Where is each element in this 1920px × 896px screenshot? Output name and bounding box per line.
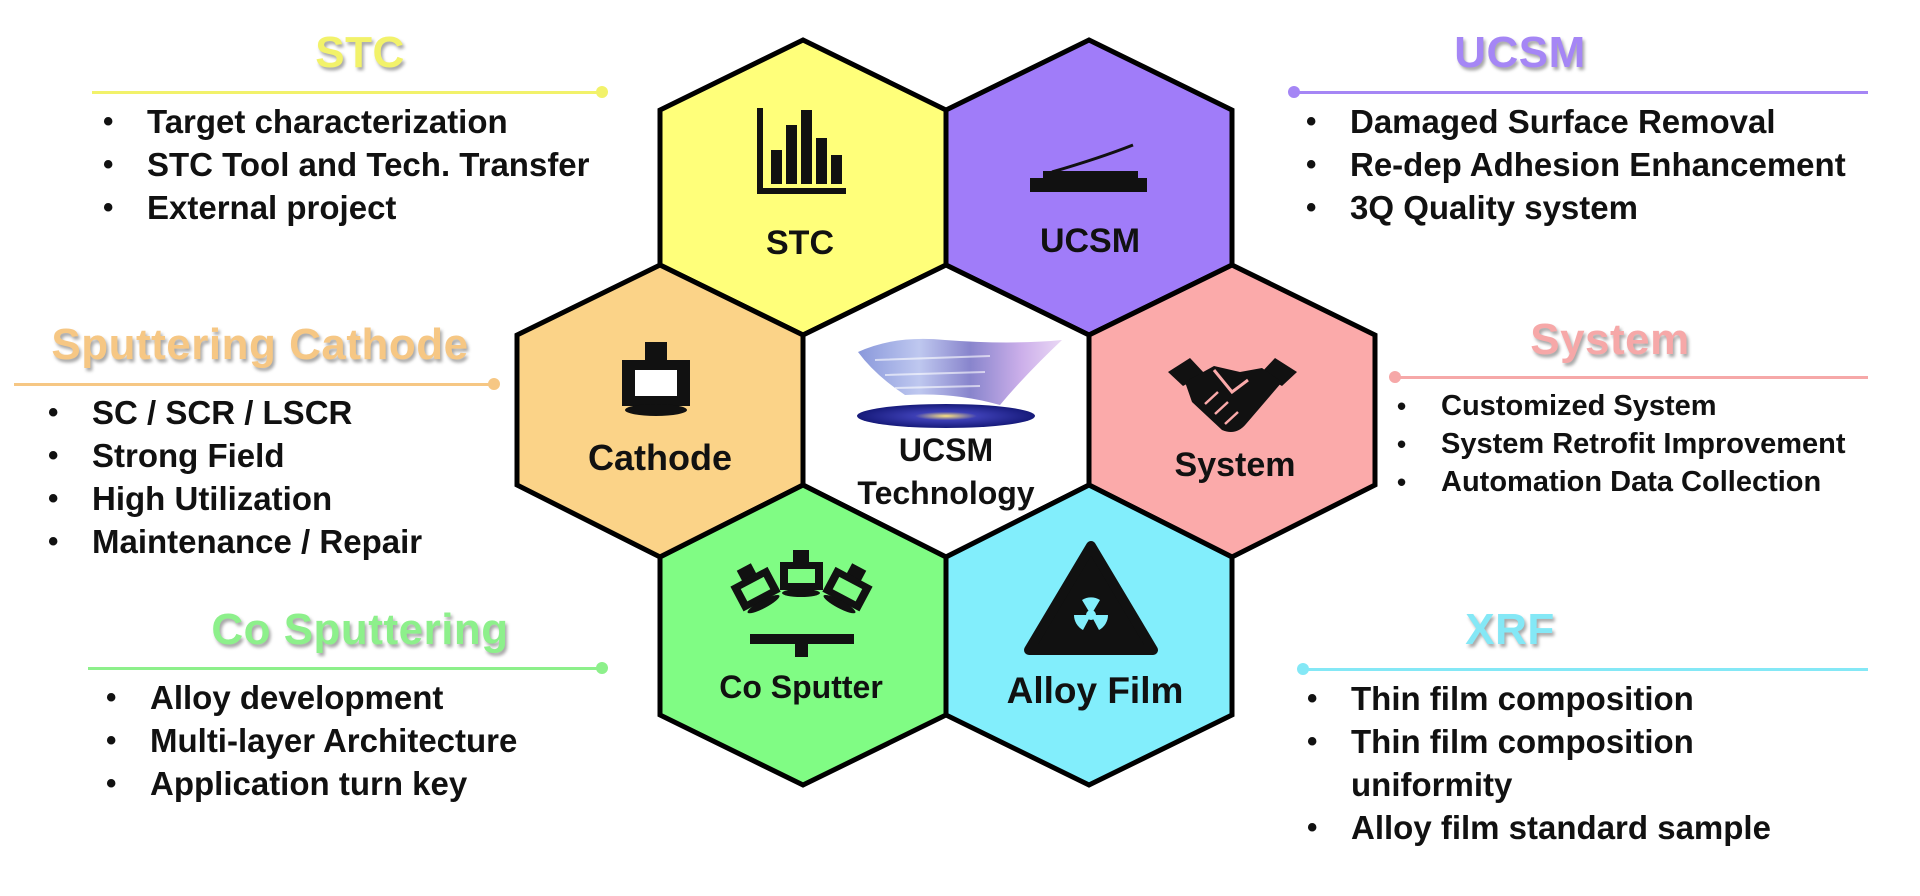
list-item: High Utilization — [48, 477, 422, 520]
panel-system-list: Customized System System Retrofit Improv… — [1397, 387, 1846, 501]
panel-xrf-list: Thin film composition Thin film composit… — [1307, 677, 1771, 849]
panel-cathode-rule — [14, 383, 496, 386]
co-sputter-icon — [730, 550, 873, 657]
panel-stc-title: STC — [315, 28, 405, 77]
panel-cathode-title: Sputtering Cathode — [51, 320, 469, 369]
list-item: Customized System — [1397, 387, 1846, 425]
hex-alloy[interactable]: Alloy Film — [943, 482, 1235, 788]
list-item: Multi-layer Architecture — [106, 719, 517, 762]
list-item: Alloy film standard sample — [1307, 806, 1771, 849]
list-item-continuation: uniformity — [1351, 766, 1513, 803]
hex-stc-label: STC — [766, 224, 834, 262]
panel-system-rule — [1395, 376, 1868, 379]
list-item: Application turn key — [106, 762, 517, 805]
panel-stc-list: Target characterization STC Tool and Tec… — [103, 100, 590, 229]
list-item: 3Q Quality system — [1306, 186, 1846, 229]
panel-cosputter-dot — [596, 662, 608, 674]
list-item: Target characterization — [103, 100, 590, 143]
list-item: Thin film composition — [1307, 677, 1771, 720]
radiation-warning-icon — [1024, 541, 1158, 655]
panel-ucsm-list: Damaged Surface Removal Re-dep Adhesion … — [1306, 100, 1846, 229]
panel-cathode-dot — [488, 378, 500, 390]
list-item: External project — [103, 186, 590, 229]
hex-system[interactable]: System — [1086, 262, 1378, 560]
panel-stc-dot — [596, 86, 608, 98]
panel-cosputter-title: Co Sputtering — [211, 605, 509, 654]
list-item: Thin film composition — [1307, 720, 1771, 763]
list-item: Strong Field — [48, 434, 422, 477]
handshake-icon — [1168, 358, 1297, 432]
list-item: STC Tool and Tech. Transfer — [103, 143, 589, 186]
panel-xrf-title: XRF — [1465, 605, 1555, 654]
hex-ucsm-label: UCSM — [1040, 222, 1140, 260]
panel-system-title: System — [1530, 315, 1690, 364]
list-item: Automation Data Collection — [1397, 463, 1846, 501]
panel-ucsm-rule — [1294, 91, 1868, 94]
substrate-icon — [1030, 143, 1147, 192]
list-item: Re-dep Adhesion Enhancement — [1306, 143, 1846, 186]
panel-cosputter-list: Alloy development Multi-layer Architectu… — [106, 676, 517, 805]
panel-ucsm-title: UCSM — [1454, 28, 1586, 77]
hex-center-line1: UCSM — [899, 432, 993, 468]
list-item: Alloy development — [106, 676, 517, 719]
list-item: Damaged Surface Removal — [1306, 100, 1846, 143]
panel-cathode-list: SC / SCR / LSCR Strong Field High Utiliz… — [48, 391, 422, 563]
panel-cosputter-rule — [88, 667, 602, 670]
panel-xrf-rule — [1303, 668, 1868, 671]
wafer-icon — [857, 338, 1062, 428]
hex-alloy-label: Alloy Film — [1007, 670, 1184, 711]
list-item: System Retrofit Improvement — [1397, 425, 1845, 463]
list-item: SC / SCR / LSCR — [48, 391, 422, 434]
hex-system-label: System — [1175, 446, 1296, 484]
hex-center-line2: Technology — [857, 475, 1034, 511]
list-item: Maintenance / Repair — [48, 520, 422, 563]
hex-cosputter-label: Co Sputter — [719, 669, 883, 705]
hex-cathode[interactable]: Cathode — [514, 262, 806, 560]
cathode-icon — [622, 342, 690, 416]
hex-cathode-label: Cathode — [588, 437, 732, 478]
bar-chart-icon — [757, 108, 846, 194]
hex-cosputter[interactable]: Co Sputter — [657, 482, 949, 788]
panel-stc-rule — [92, 91, 602, 94]
